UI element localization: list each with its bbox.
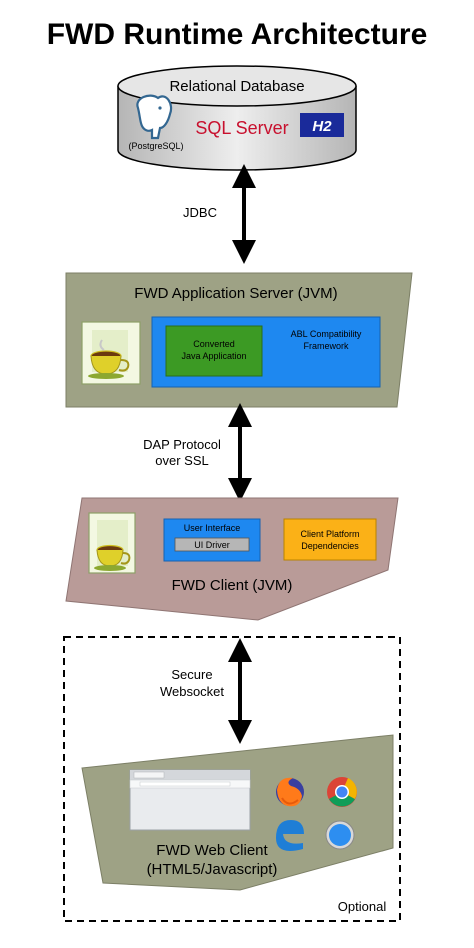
- java-cup-icon: [88, 512, 136, 574]
- safari-icon: [325, 820, 355, 850]
- browser-window-icon: [129, 769, 251, 831]
- java-cup-icon: [81, 321, 141, 385]
- firefox-icon: [276, 777, 304, 807]
- edge-icon: [276, 820, 304, 851]
- converted-line1: Converted: [193, 339, 235, 349]
- dap-connector: DAP Protocol over SSL: [143, 403, 252, 502]
- app-server-label: FWD Application Server (JVM): [134, 285, 337, 302]
- chrome-icon: [327, 777, 357, 807]
- web-client-label-line2: (HTML5/Javascript): [147, 861, 278, 878]
- app-server: FWD Application Server (JVM) ABL Compati…: [65, 272, 413, 408]
- platform-deps-box: [283, 518, 377, 561]
- web-client: FWD Web Client (HTML5/Javascript): [81, 734, 394, 891]
- dap-label-line2: over SSL: [155, 453, 208, 468]
- fwd-client: User Interface UI Driver Client Platform…: [65, 497, 399, 621]
- framework-line2: Framework: [303, 341, 349, 351]
- platform-line2: Dependencies: [301, 541, 359, 551]
- jdbc-label: JDBC: [183, 205, 217, 220]
- framework-line1: ABL Compatibility: [291, 329, 362, 339]
- postgresql-icon: [136, 94, 173, 140]
- ui-driver-box: [174, 537, 250, 552]
- database-label: Relational Database: [169, 78, 304, 95]
- converted-line2: Java Application: [181, 351, 246, 361]
- client-label: FWD Client (JVM): [172, 577, 293, 594]
- dap-label-line1: DAP Protocol: [143, 437, 221, 452]
- converted-app-box: [165, 325, 263, 377]
- h2-label: H2: [312, 118, 332, 135]
- ws-label-line1: Secure: [171, 667, 212, 682]
- page-title: FWD Runtime Architecture: [47, 18, 428, 51]
- sqlserver-logo: SQL Server: [195, 118, 288, 138]
- jdbc-connector: JDBC: [183, 164, 256, 264]
- ui-label: User Interface: [184, 523, 241, 533]
- optional-label: Optional: [338, 899, 387, 914]
- platform-line1: Client Platform: [300, 529, 359, 539]
- h2-logo: H2: [300, 113, 344, 137]
- postgres-caption: (PostgreSQL): [128, 141, 183, 151]
- optional-region: [63, 636, 401, 922]
- websocket-connector: Secure Websocket: [160, 638, 252, 744]
- relational-database: Relational Database (PostgreSQL) SQL Ser…: [117, 65, 357, 171]
- ui-driver-label: UI Driver: [194, 540, 230, 550]
- web-client-label-line1: FWD Web Client: [156, 842, 268, 859]
- ws-label-line2: Websocket: [160, 684, 224, 699]
